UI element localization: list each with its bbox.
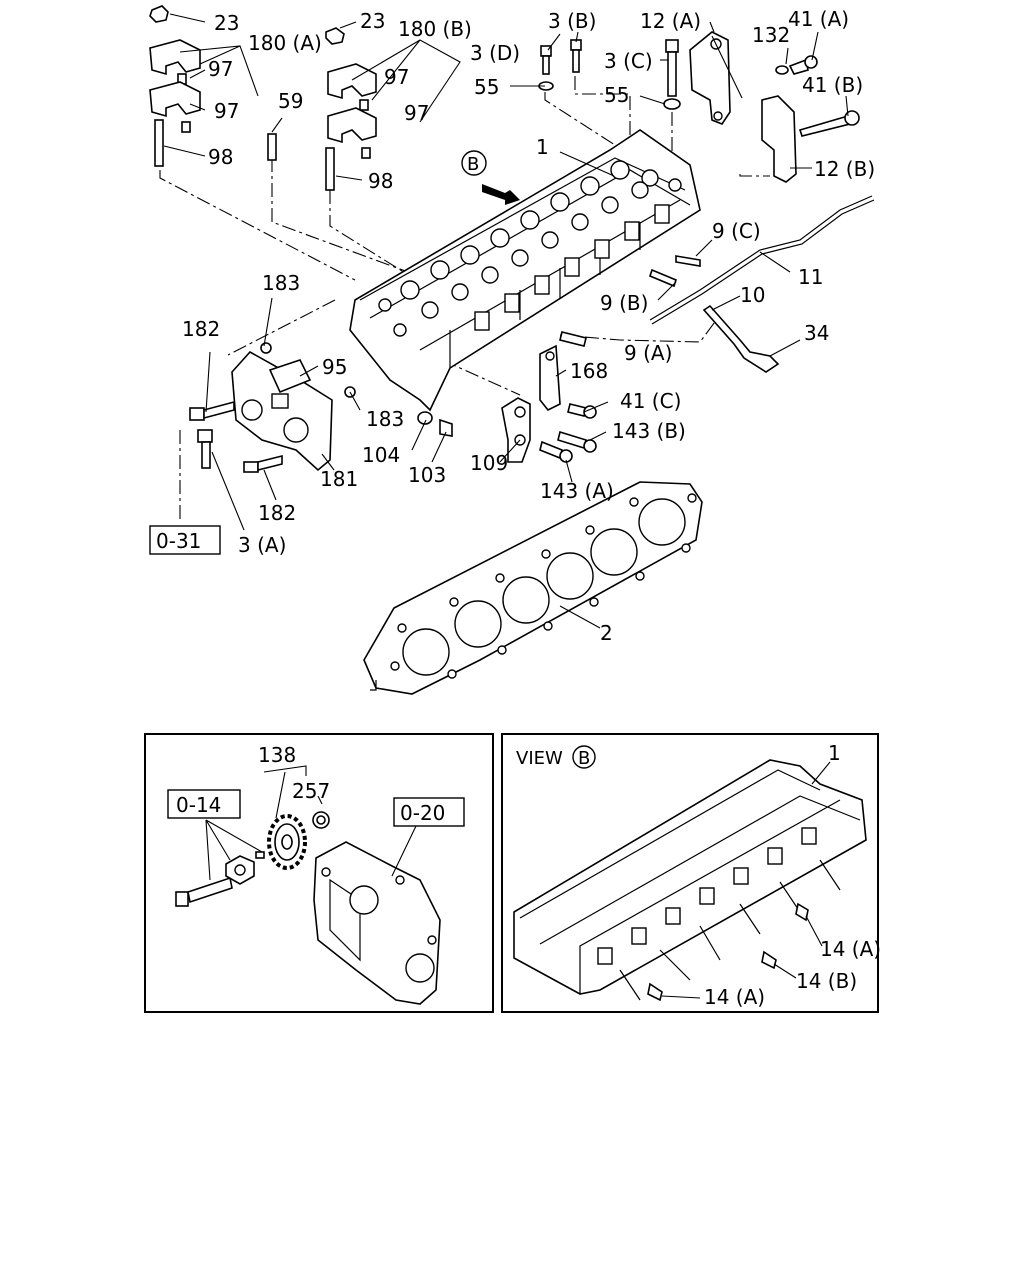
side-brackets — [501, 344, 597, 463]
view-b-marker: B — [461, 150, 487, 176]
ref-box-0-20: 0-20 — [393, 797, 465, 827]
callout-257: 257 — [292, 779, 330, 803]
ref-box-0-14: 0-14 — [167, 789, 241, 819]
callout-55-right: 55 — [604, 83, 629, 107]
callout-3c: 3 (C) — [604, 49, 653, 73]
callout-98-right: 98 — [368, 169, 393, 193]
callout-10: 10 — [740, 283, 765, 307]
callout-97-a: 97 — [208, 57, 233, 81]
callout-23-right: 23 — [360, 9, 385, 33]
callout-41a: 41 (A) — [788, 7, 849, 31]
callout-34: 34 — [804, 321, 829, 345]
callout-9b: 9 (B) — [600, 291, 648, 315]
callout-183-top: 183 — [262, 271, 300, 295]
view-letter: B — [578, 748, 590, 769]
callout-180a: 180 (A) — [248, 31, 322, 55]
svg-text:0-31: 0-31 — [156, 529, 201, 553]
svg-text:B: B — [467, 154, 479, 175]
callout-1-view: 1 — [828, 741, 841, 765]
callout-98-left: 98 — [208, 145, 233, 169]
callout-1: 1 — [536, 135, 549, 159]
callout-95: 95 — [322, 355, 347, 379]
callout-59: 59 — [278, 89, 303, 113]
callout-182-bottom: 182 — [258, 501, 296, 525]
callout-14b: 14 (B) — [796, 969, 857, 993]
callout-3d: 3 (D) — [470, 41, 520, 65]
callout-138: 138 — [258, 743, 296, 767]
callout-12a: 12 (A) — [640, 9, 701, 33]
svg-text:0-14: 0-14 — [176, 793, 221, 817]
callout-183-bottom: 183 — [366, 407, 404, 431]
upper-right-hardware — [538, 31, 860, 183]
callout-97-b: 97 — [214, 99, 239, 123]
callout-97-d: 97 — [404, 101, 429, 125]
callout-14a-upper: 14 (A) — [820, 937, 881, 961]
callout-leaders — [163, 13, 849, 629]
callout-109: 109 — [470, 451, 508, 475]
callout-182-top: 182 — [182, 317, 220, 341]
callout-97-c: 97 — [384, 65, 409, 89]
callout-180b: 180 (B) — [398, 17, 472, 41]
callout-55-left: 55 — [474, 75, 499, 99]
callout-9a: 9 (A) — [624, 341, 672, 365]
cylinder-head — [349, 129, 701, 412]
callout-41c: 41 (C) — [620, 389, 681, 413]
idler-gear — [267, 814, 307, 870]
callout-11: 11 — [798, 265, 823, 289]
callout-14a-lower: 14 (A) — [704, 985, 765, 1009]
view-title: VIEW — [516, 748, 563, 769]
callout-12b: 12 (B) — [814, 157, 875, 181]
callout-2: 2 — [600, 621, 613, 645]
callout-104: 104 — [362, 443, 400, 467]
ref-box-0-31: 0-31 — [149, 525, 221, 555]
bracket-caps-left — [149, 5, 377, 191]
callout-181: 181 — [320, 467, 358, 491]
inset-gear-panel: 138 257 0-14 0-20 — [144, 733, 494, 1013]
callouts-main: 23 180 (A) 97 97 98 59 23 180 (B) 97 97 … — [149, 7, 875, 645]
callout-143a: 143 (A) — [540, 479, 614, 503]
leader-lines — [159, 76, 770, 520]
callout-41b: 41 (B) — [802, 73, 863, 97]
callout-9c: 9 (C) — [712, 219, 761, 243]
svg-text:0-20: 0-20 — [400, 801, 445, 825]
callout-3a: 3 (A) — [238, 533, 286, 557]
inset-view-b-panel: VIEW B 1 14 (A) 14 (B) 14 — [501, 733, 881, 1013]
studs-and-sensor — [559, 195, 875, 373]
head-gasket — [363, 481, 703, 695]
callout-23-left: 23 — [214, 11, 239, 35]
callout-168: 168 — [570, 359, 608, 383]
callout-132: 132 — [752, 23, 790, 47]
callout-3b: 3 (B) — [548, 9, 596, 33]
callout-143b: 143 (B) — [612, 419, 686, 443]
callout-103: 103 — [408, 463, 446, 487]
front-cover — [189, 342, 453, 473]
